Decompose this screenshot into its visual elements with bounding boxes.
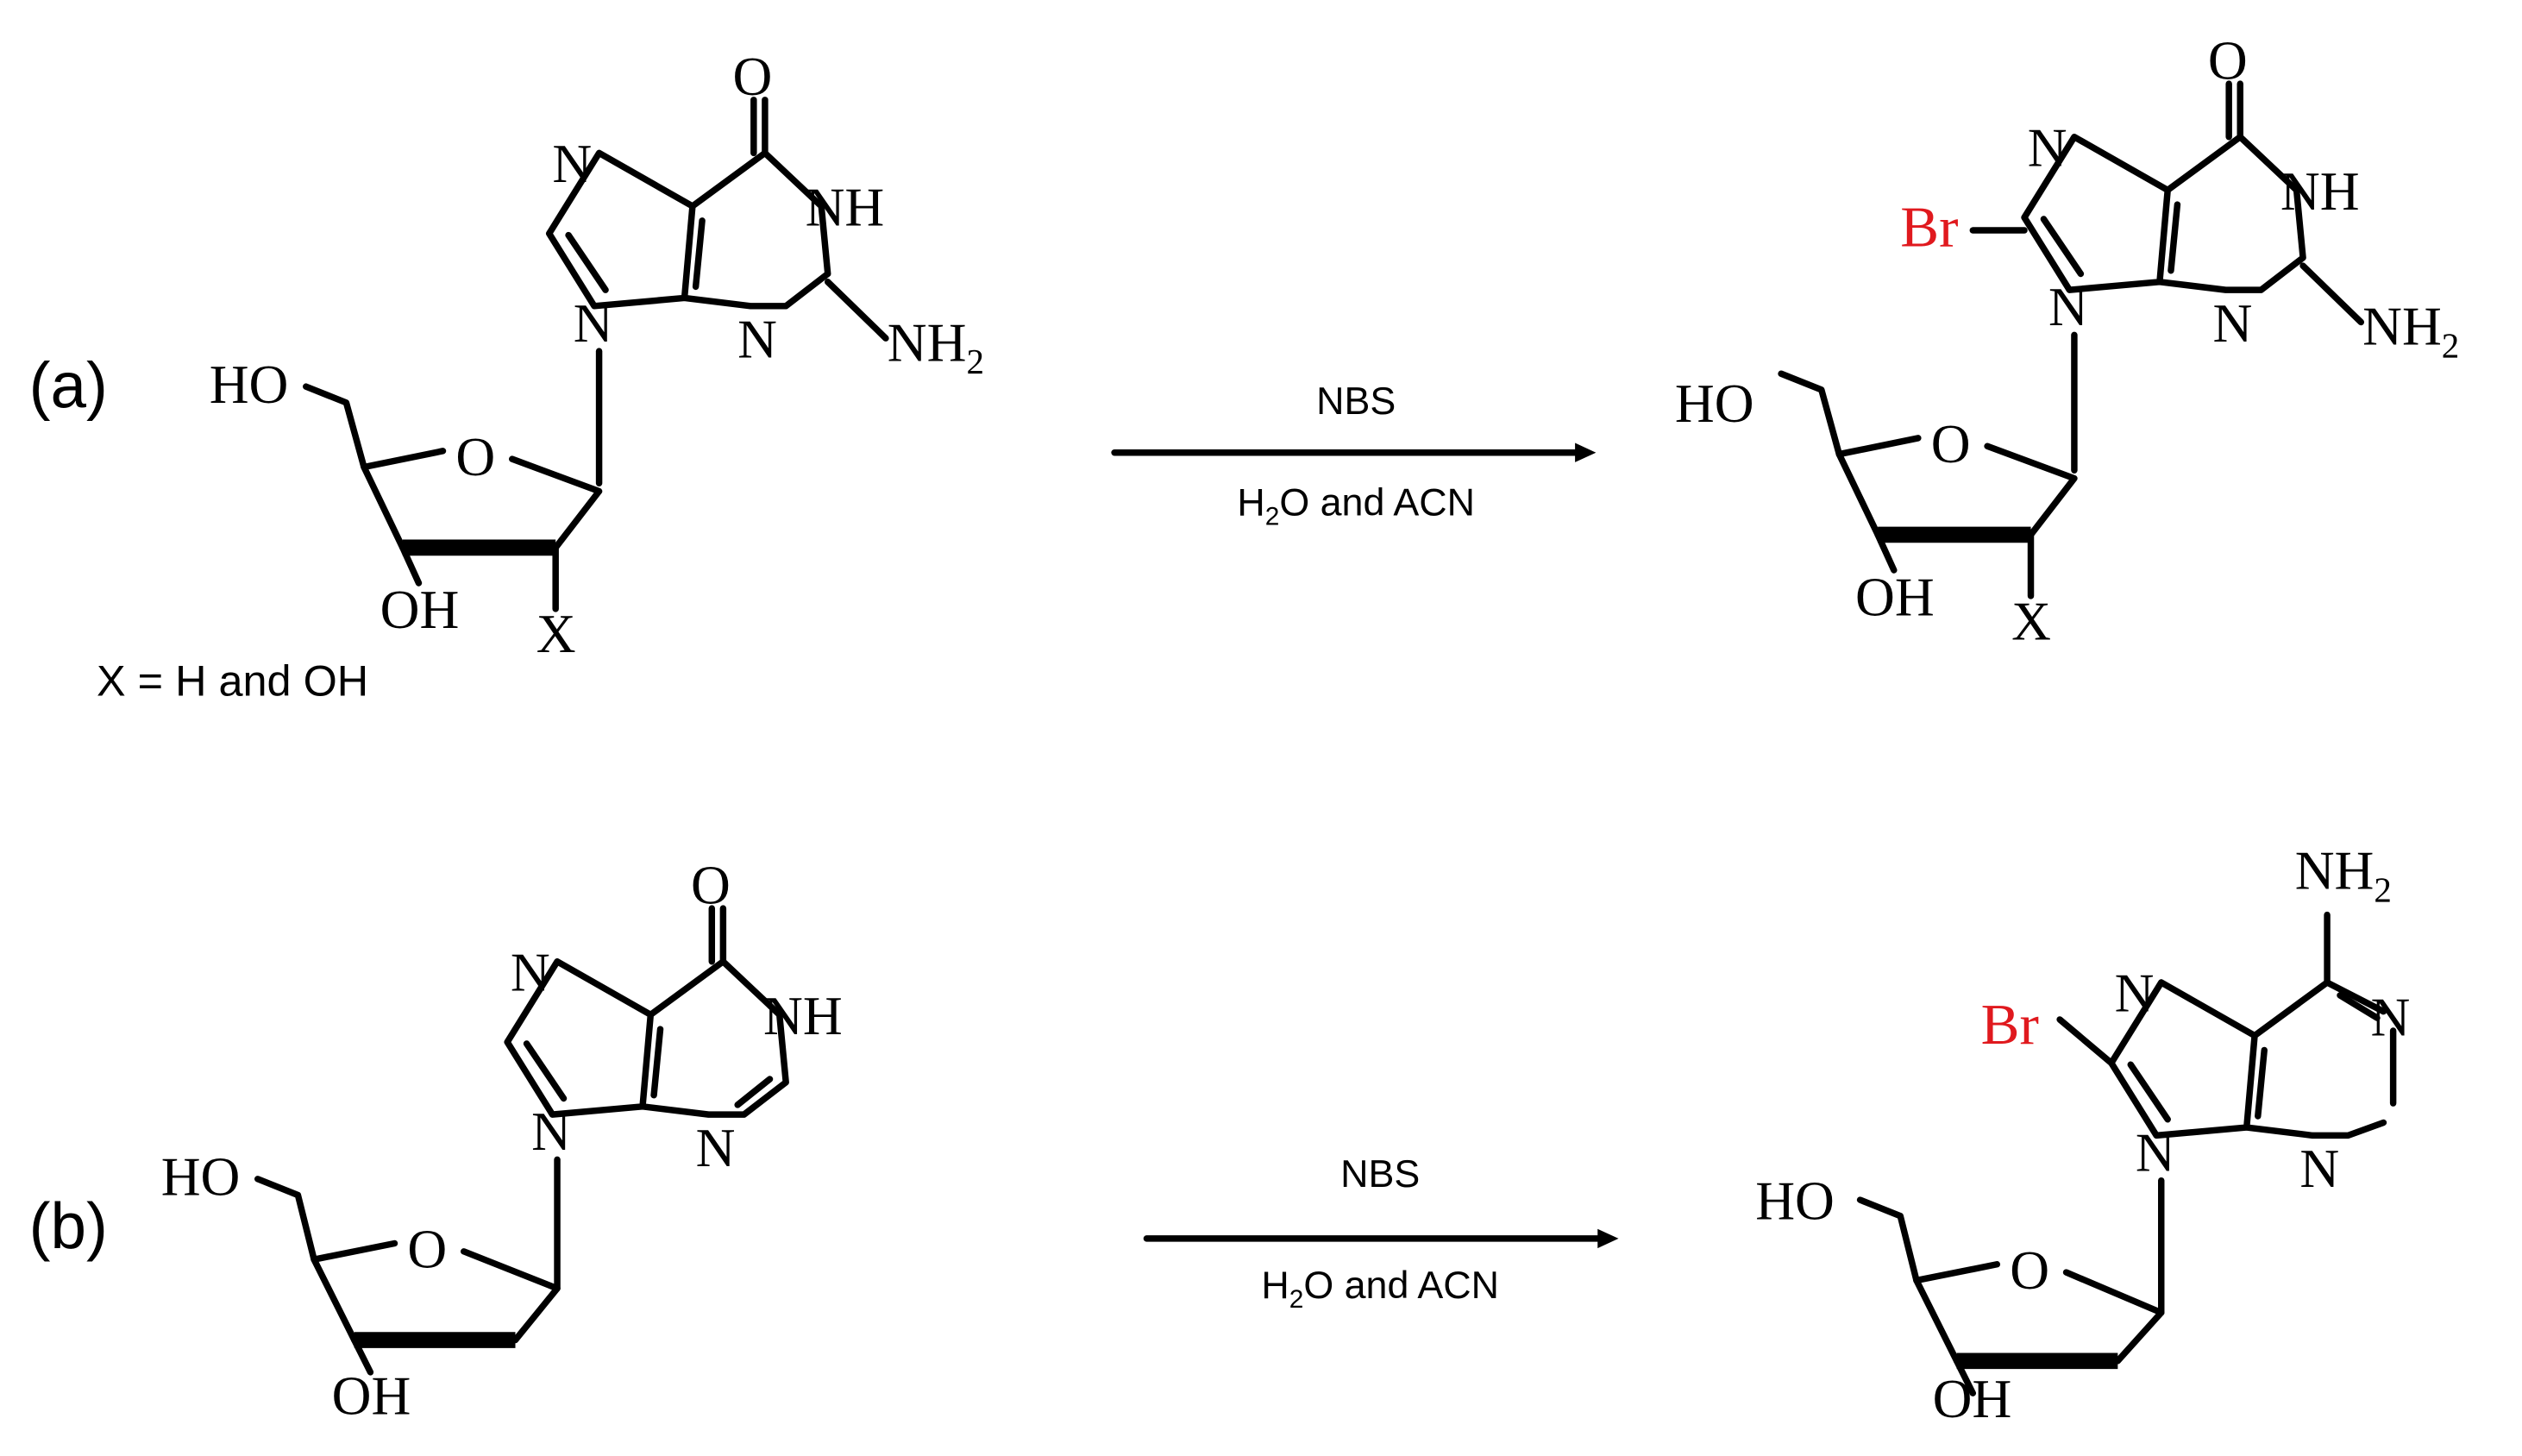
product-a-x: X [2011,590,2051,651]
product-a-carbonyl-oxygen: O [2208,30,2248,91]
product-a-ring-oxygen: O [1931,413,1971,474]
reactant-a-sugar: O HO OH X [210,354,603,664]
panel-b-label: (b) [29,1189,108,1262]
product-a-n1: NH [2280,160,2360,222]
product-a-sugar: O HO OH X [1675,370,2078,651]
reactant-b-n7: N [511,941,550,1002]
n7-atom: N [552,133,592,194]
product-a-n7: N [2028,116,2067,178]
product-a-ho: HO [1675,373,1754,434]
reactant-b-carbonyl-oxygen: O [691,855,731,916]
product-b-amino: NH2 [2295,840,2392,910]
product-a-amino: NH2 [2362,296,2459,366]
amino-group: NH2 [888,311,984,381]
x-definition-note: X = H and OH [97,656,368,706]
n9-atom: N [574,292,613,354]
hydroxymethyl-ho: HO [210,354,289,415]
reactant-b-sugar: O HO OH [161,1145,561,1426]
reagent-b-nbs: NBS [1340,1152,1420,1196]
product-a-n9: N [2048,276,2088,337]
reactant-b-n3: N [696,1117,736,1178]
product-b-n1: N [2370,987,2410,1048]
reagent-a-nbs: NBS [1316,380,1396,423]
product-b-sugar: O HO OH [1755,1170,2165,1429]
product-b-oh: OH [1933,1368,2012,1429]
panel-b-reactant: (b) O N NH N N O HO OH [29,855,843,1427]
product-b-n3: N [2299,1138,2339,1199]
n3-atom: N [737,309,777,370]
substituent-x: X [536,603,576,664]
reactant-b-purine: O N NH N N [504,855,843,1292]
reactant-b-ring-oxygen: O [407,1219,447,1280]
panel-b-product: NH2 N N N N Br O HO OH [1755,840,2410,1429]
product-a-n3: N [2213,292,2253,354]
carbonyl-oxygen: O [733,46,773,107]
product-b-n7: N [2115,963,2155,1024]
reactant-a-purine: O N NH N N NH2 [545,46,984,486]
reactant-b-ho: HO [161,1145,241,1207]
reagent-a-solvent: H2O and ACN [1237,481,1475,531]
reaction-arrow-b: NBS H2O and ACN [1143,1152,1619,1314]
panel-a-product: O N NH N N NH2 Br O HO OH X [1675,30,2459,652]
product-a-oh: OH [1855,566,1935,627]
product-a-bromine: Br [1900,195,1958,260]
reagent-b-solvent: H2O and ACN [1261,1264,1499,1314]
reactant-b-n9: N [531,1101,571,1162]
reactant-b-oh: OH [332,1365,411,1426]
product-b-bromine: Br [1981,992,2039,1057]
panel-a-label: (a) [29,348,108,421]
n1-atom: NH [806,176,885,237]
product-b-ho: HO [1755,1170,1835,1231]
panel-a-reactant: (a) O N NH N N NH2 O HO OH X X = H and O… [29,46,984,705]
product-b-purine: NH2 N N N N Br [1981,840,2410,1316]
hydroxyl-oh: OH [380,579,460,640]
product-b-ring-oxygen: O [2010,1239,2049,1301]
ring-oxygen: O [455,426,495,487]
reactant-b-n1: NH [763,985,843,1046]
reaction-arrow-a: NBS H2O and ACN [1111,380,1597,531]
product-a-purine: O N NH N N NH2 Br [1900,30,2459,474]
product-b-n9: N [2136,1121,2175,1183]
